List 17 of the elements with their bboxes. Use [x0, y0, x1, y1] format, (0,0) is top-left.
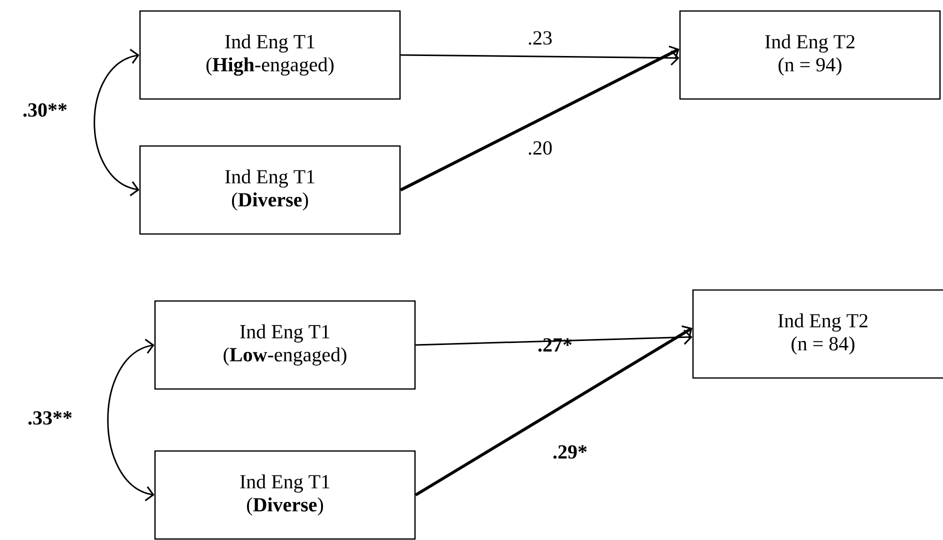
path-arrow	[400, 46, 680, 192]
variable-box: Ind Eng T1 (Diverse)	[154, 450, 416, 540]
variable-box: Ind Eng T2 (n = 84)	[692, 289, 943, 379]
edge-label: .30**	[23, 103, 67, 117]
path-arrow	[416, 330, 692, 346]
path-arrow	[414, 325, 692, 496]
edge-label: .33**	[28, 411, 72, 425]
edge-label: .20	[528, 141, 552, 155]
path-arrow	[400, 50, 680, 66]
double-headed-arrow	[107, 338, 154, 502]
double-headed-arrow	[94, 48, 140, 196]
variable-box: Ind Eng T1 (High-engaged)	[139, 10, 401, 100]
variable-box: Ind Eng T1 (Low-engaged)	[154, 300, 416, 390]
variable-box: Ind Eng T1 (Diverse)	[139, 145, 401, 235]
edge-label: .29*	[553, 445, 587, 459]
variable-box: Ind Eng T2 (n = 94)	[679, 10, 941, 100]
edge-label: .23	[528, 31, 552, 45]
